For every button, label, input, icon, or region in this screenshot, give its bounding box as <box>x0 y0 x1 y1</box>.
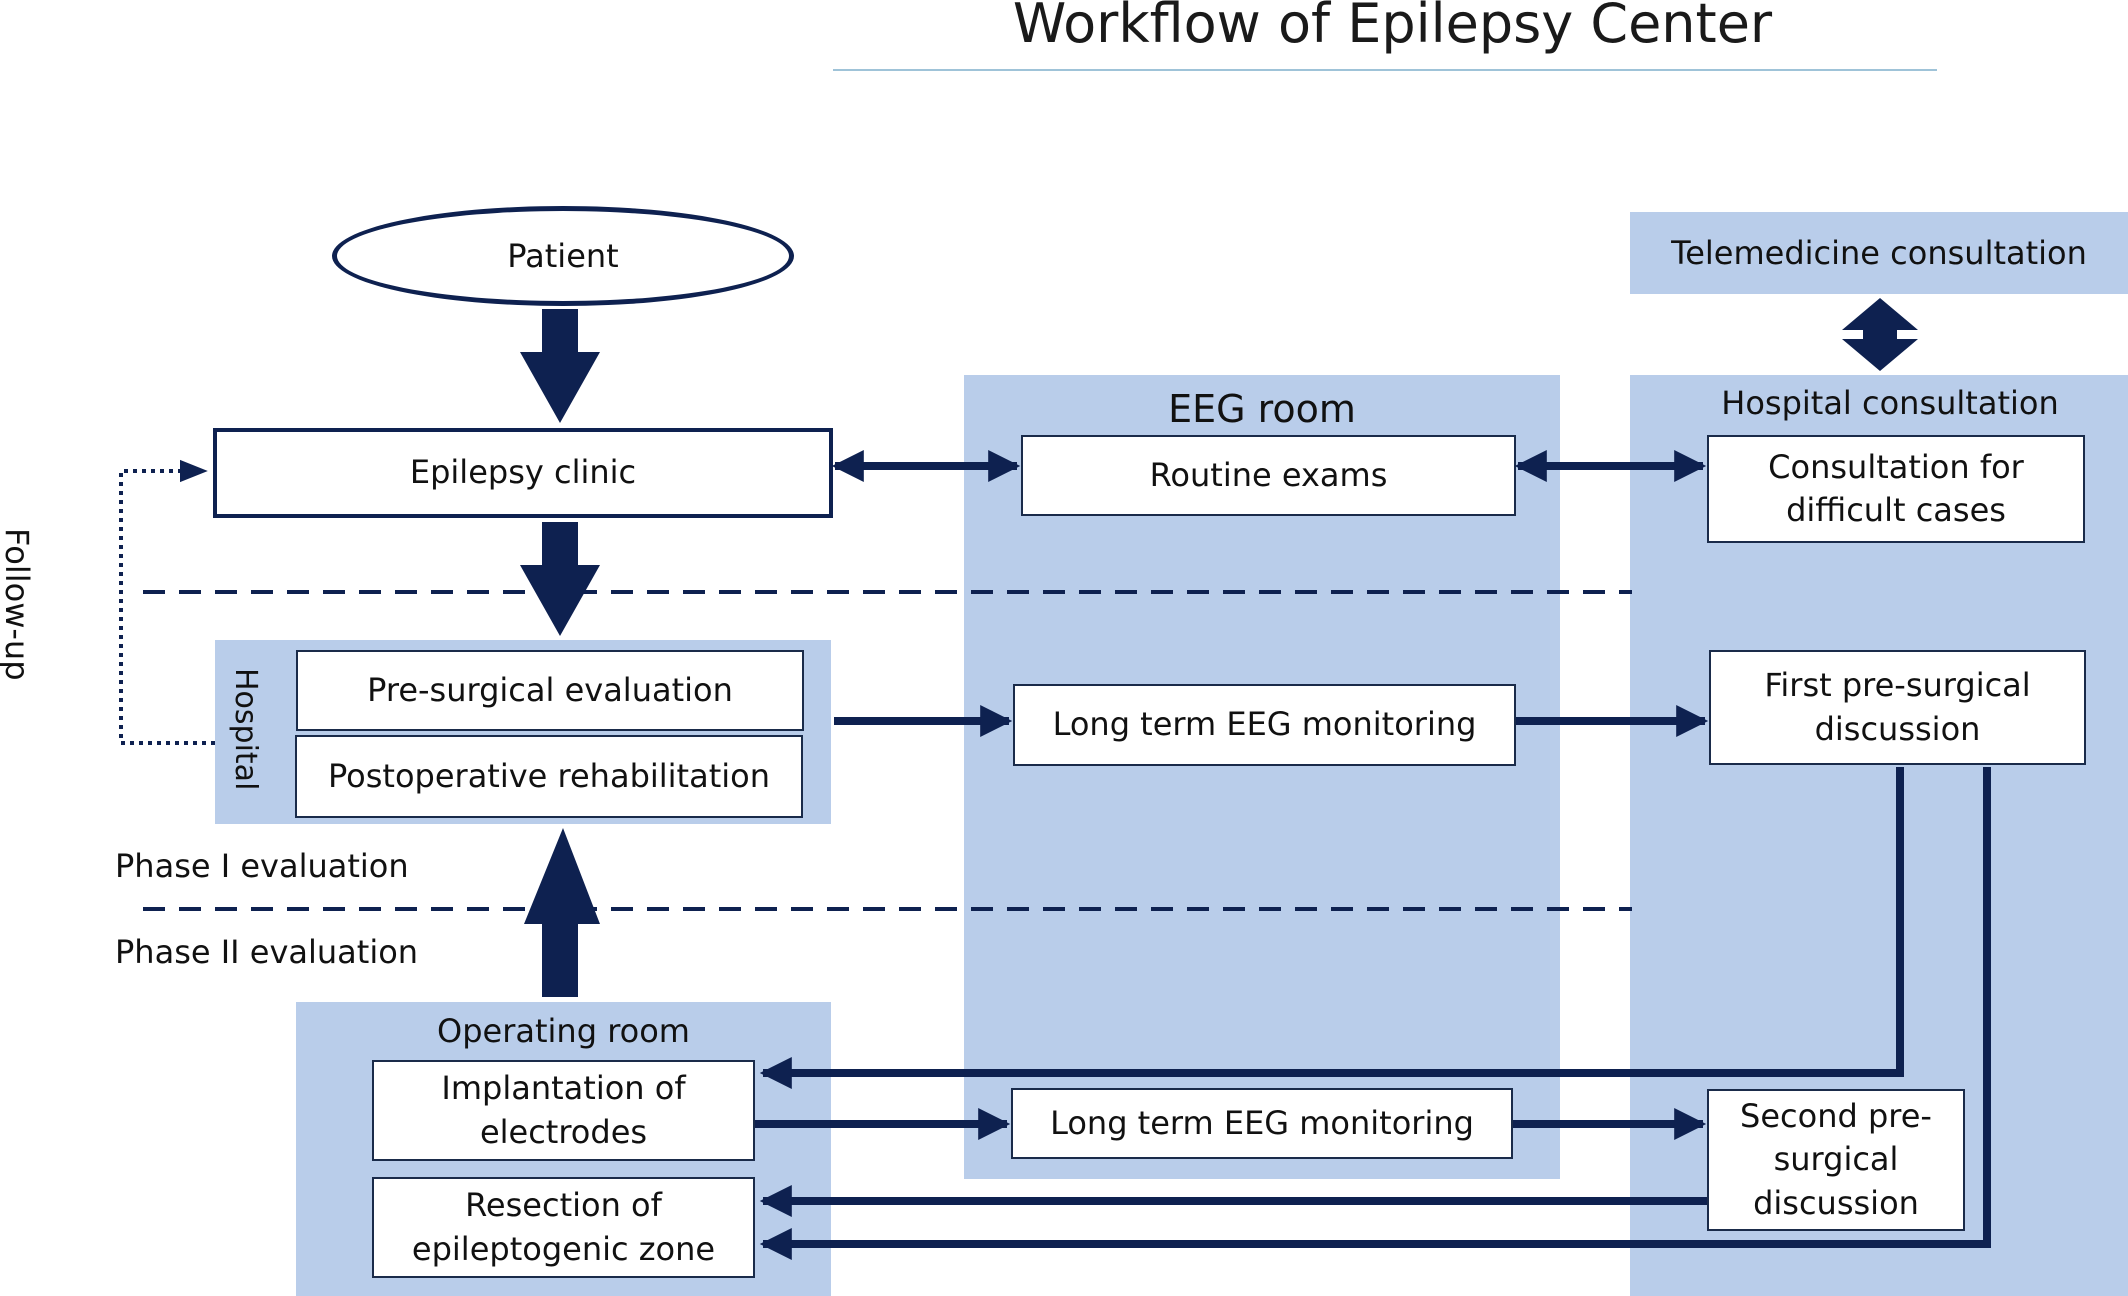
patient-node: Patient <box>332 206 794 306</box>
hospital-consultation-label: Hospital consultation <box>1721 384 2059 422</box>
long-term-eeg-box-1: Long term EEG monitoring <box>1013 684 1516 766</box>
phase1-label: Phase I evaluation <box>115 847 409 885</box>
first-discussion-to-implantation-connector <box>759 767 1904 1089</box>
patient-to-clinic-arrow <box>520 309 600 423</box>
follow-up-label: Follow-up <box>0 528 36 681</box>
second-discussion-line3: discussion <box>1753 1183 1919 1222</box>
resection-line1: Resection of <box>465 1186 662 1225</box>
hospital-label: Hospital <box>228 668 263 791</box>
consultation-difficult-line1: Consultation for <box>1768 447 2024 486</box>
first-discussion-to-resection-connector <box>759 767 1991 1260</box>
postoperative-rehabilitation-box: Postoperative rehabilitation <box>295 735 803 818</box>
implantation-line1: Implantation of <box>441 1069 686 1108</box>
consultation-difficult-cases-box: Consultation for difficult cases <box>1707 435 2085 543</box>
first-pre-surgical-discussion-box: First pre-surgical discussion <box>1709 650 2086 765</box>
eeg-room-label: EEG room <box>1168 387 1356 431</box>
follow-up-connector <box>119 459 215 745</box>
resection-line2: epileptogenic zone <box>411 1229 716 1268</box>
resection-box: Resection of epileptogenic zone <box>372 1177 755 1278</box>
diagram-title: Workflow of Epilepsy Center <box>1012 0 1773 55</box>
long-term-eeg-box-2: Long term EEG monitoring <box>1011 1088 1513 1159</box>
pre-surgical-evaluation-box: Pre-surgical evaluation <box>296 650 804 731</box>
phase2-label: Phase II evaluation <box>115 933 419 971</box>
first-discussion-line2: discussion <box>1814 709 1981 748</box>
second-pre-surgical-discussion-box: Second pre- surgical discussion <box>1707 1089 1965 1231</box>
second-discussion-line1: Second pre- <box>1740 1097 1932 1136</box>
routine-exams-box: Routine exams <box>1021 435 1516 516</box>
implantation-box: Implantation of electrodes <box>372 1060 755 1161</box>
clinic-to-hospital-arrow <box>520 522 600 636</box>
region-telemedicine <box>1630 212 2128 294</box>
implantation-line2: electrodes <box>479 1112 648 1151</box>
operating-room-label: Operating room <box>437 1012 690 1050</box>
operating-to-hospital-arrow <box>524 828 600 997</box>
epilepsy-clinic-box: Epilepsy clinic <box>213 428 833 518</box>
telemedicine-label: Telemedicine consultation <box>1671 234 2087 272</box>
consultation-difficult-line2: difficult cases <box>1786 491 2006 529</box>
telemedicine-hospital-double-arrow <box>1842 298 1918 371</box>
first-discussion-line1: First pre-surgical <box>1764 666 2031 705</box>
second-discussion-line2: surgical <box>1773 1140 1899 1179</box>
